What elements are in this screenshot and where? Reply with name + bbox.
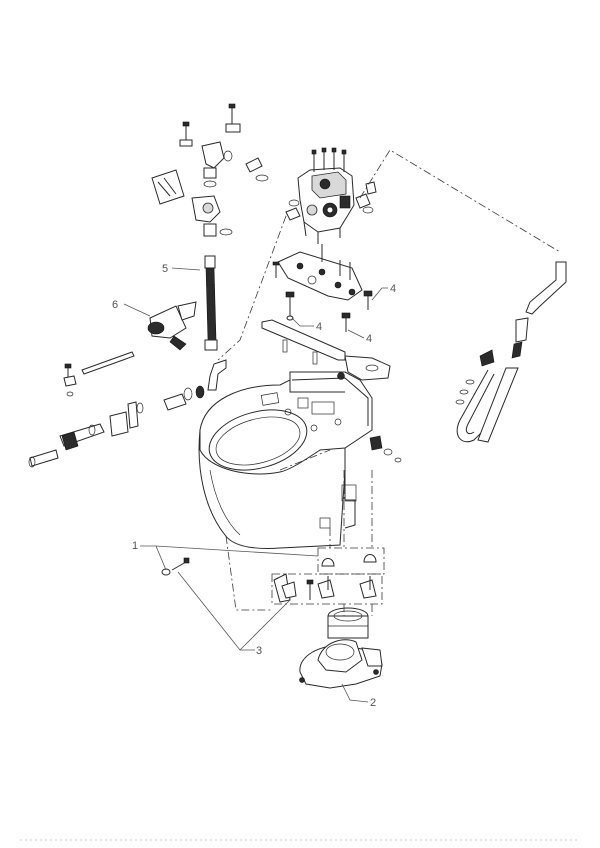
bolt-caps	[317, 547, 385, 575]
callout-1: 1	[132, 540, 138, 552]
callout-3: 3	[256, 645, 262, 657]
inlet-assembly	[28, 351, 205, 468]
screw-b	[341, 312, 351, 332]
flex-hose	[204, 255, 218, 351]
drain-hose	[455, 261, 567, 443]
supply-pipe	[207, 359, 227, 391]
callout-6: 6	[112, 299, 118, 311]
supply-elbow-assembly	[151, 103, 269, 237]
callout-4: 4	[316, 321, 322, 333]
stop-valve	[147, 301, 197, 351]
assembly-center-lines	[217, 149, 561, 616]
callout-2: 2	[370, 697, 376, 709]
callout-4: 4	[390, 283, 396, 295]
control-valve-unit	[285, 147, 377, 244]
toilet-bowl	[198, 371, 373, 549]
callout-4: 4	[366, 333, 372, 345]
valve-base-plate	[272, 244, 373, 332]
small-screws	[161, 557, 190, 576]
drain-adapter	[299, 607, 383, 689]
screw-a	[285, 291, 295, 321]
leader-lines	[123, 267, 388, 703]
screw-c	[363, 290, 373, 310]
callout-5: 5	[162, 263, 168, 275]
floor-brackets	[271, 573, 383, 605]
mounting-bracket	[261, 319, 391, 381]
side-fittings	[369, 435, 402, 463]
